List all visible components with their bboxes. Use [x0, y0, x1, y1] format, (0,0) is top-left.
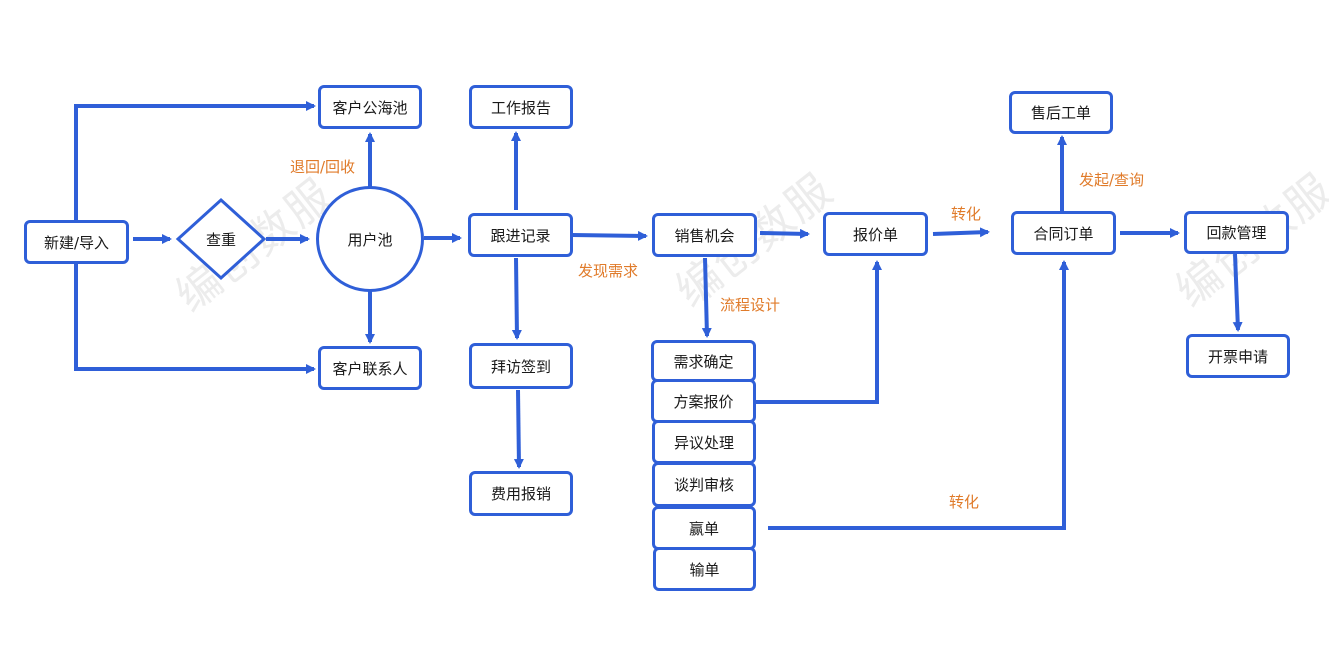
edge-visit-to-expense [513, 389, 524, 469]
label-discover-demand: 发现需求 [578, 262, 639, 280]
edge-import-to-sea [74, 101, 316, 222]
edge-follow-to-visit [511, 257, 522, 340]
expense-claim-node: 费用报销 [469, 471, 573, 516]
edge-win-to-contract [768, 260, 1069, 530]
work-report-node: 工作报告 [469, 85, 573, 129]
user-pool-node: 用户池 [316, 186, 424, 292]
stage-demand-confirm: 需求确定 [651, 340, 756, 382]
edge-opportunity-to-stages [701, 257, 712, 338]
contract-order-node: 合同订单 [1011, 211, 1116, 255]
stage-lose: 输单 [653, 547, 756, 591]
label-return-recover: 退回/回收 [290, 158, 356, 176]
edge-follow-to-opportunity [571, 230, 648, 241]
edge-import-to-contact [74, 262, 316, 374]
visit-checkin-node: 拜访签到 [469, 343, 573, 389]
invoice-request-node: 开票申请 [1186, 334, 1290, 378]
edge-opportunity-to-quote [759, 228, 810, 239]
edge-proposal-to-quote [756, 260, 882, 404]
customer-contact-node: 客户联系人 [318, 346, 422, 390]
after-sales-node: 售后工单 [1009, 91, 1113, 134]
dedupe-node: 查重 [205, 230, 236, 249]
stage-objection-handling: 异议处理 [652, 420, 756, 464]
stage-win: 赢单 [652, 506, 756, 550]
edge-quote-to-contract [932, 227, 990, 238]
follow-record-node: 跟进记录 [468, 213, 573, 257]
stage-proposal-quote: 方案报价 [651, 379, 756, 423]
label-convert-quote: 转化 [951, 205, 982, 223]
edge-payment-to-invoice [1232, 253, 1243, 332]
stage-negotiation-review: 谈判审核 [652, 462, 756, 507]
new-import-node: 新建/导入 [24, 220, 129, 264]
payment-mgmt-node: 回款管理 [1184, 211, 1289, 254]
customer-sea-node: 客户公海池 [318, 85, 422, 129]
dedupe-diamond [175, 197, 267, 281]
quote-node: 报价单 [823, 212, 928, 256]
sales-opportunity-node: 销售机会 [652, 213, 757, 257]
label-convert-win: 转化 [949, 493, 980, 511]
label-initiate-query: 发起/查询 [1079, 171, 1145, 189]
label-process-design: 流程设计 [720, 296, 781, 314]
